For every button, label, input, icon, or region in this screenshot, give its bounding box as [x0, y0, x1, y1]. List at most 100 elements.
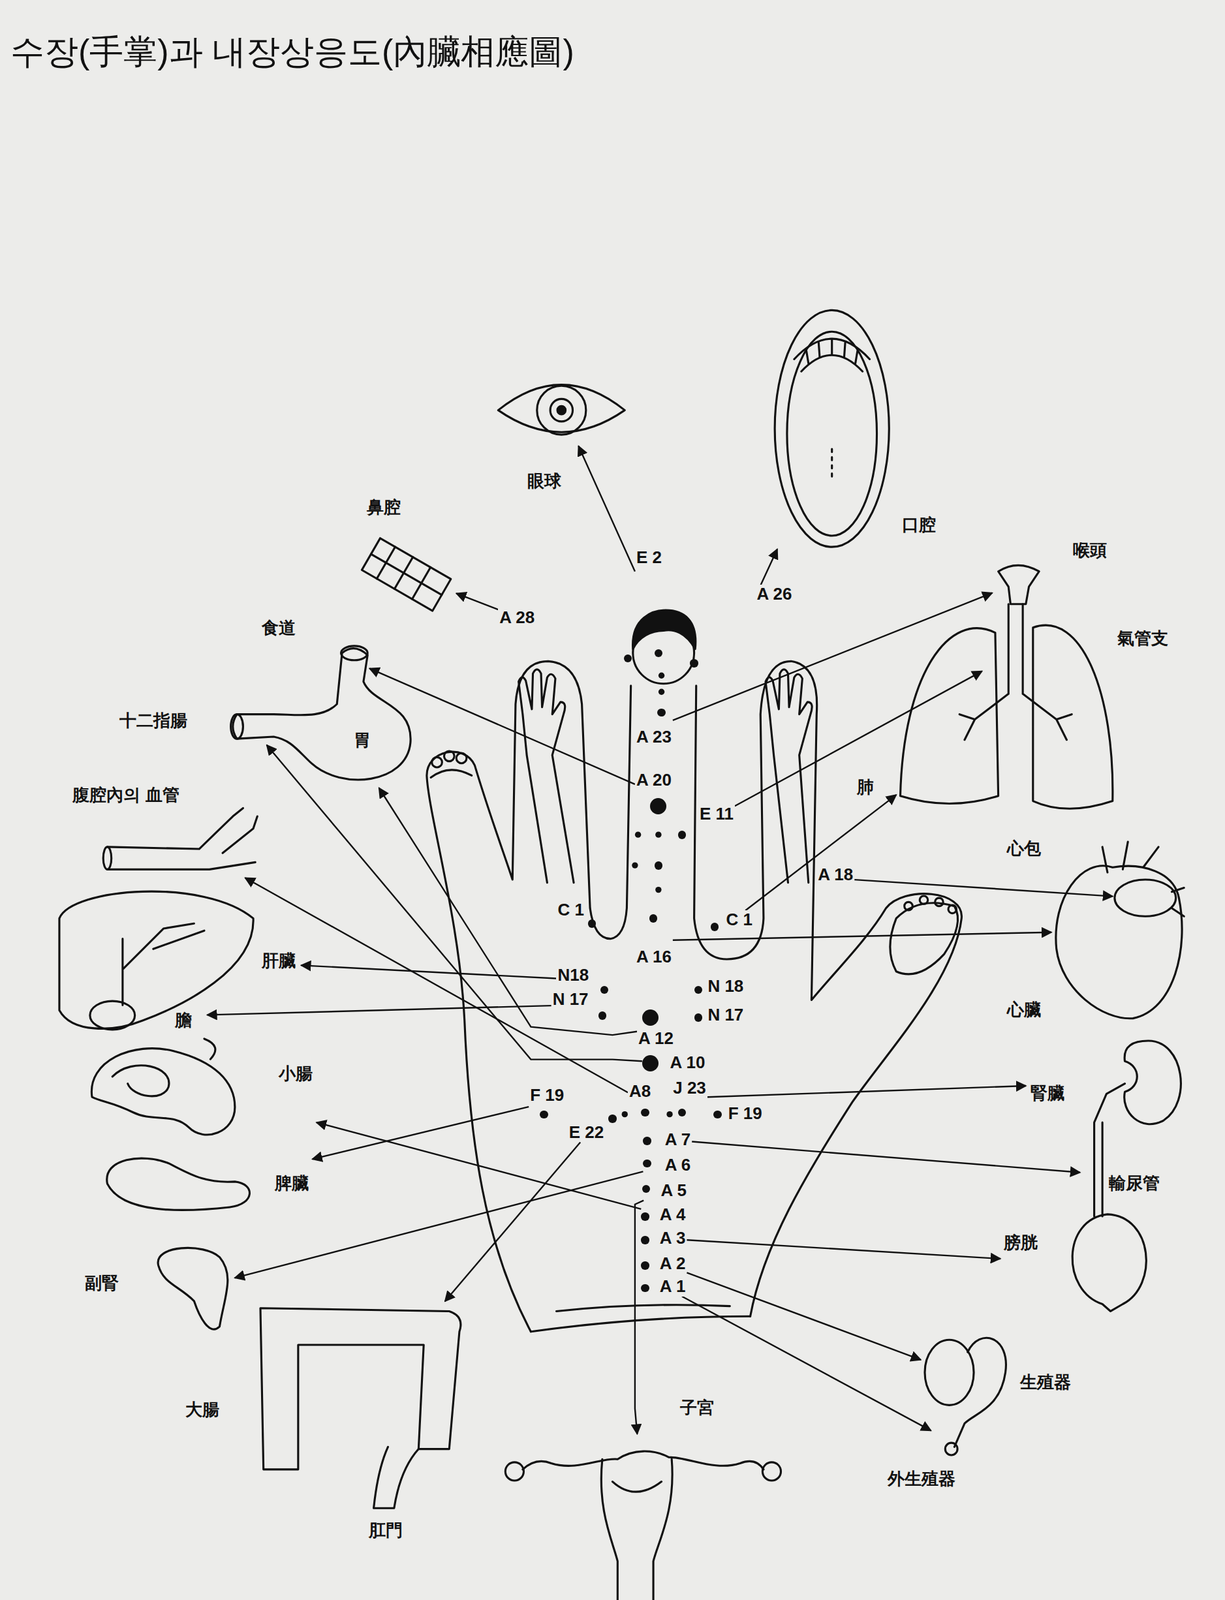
point-code: N 18: [706, 976, 745, 997]
minor-point-dots: [621, 1111, 628, 1118]
point-code: A 16: [635, 947, 673, 968]
point-dot: [654, 861, 664, 870]
acupoint: F 19: [528, 1085, 566, 1119]
leader-connector: [635, 1200, 644, 1435]
acupoint: A 10: [642, 1053, 707, 1073]
organ-region: 輸尿管: [1080, 1131, 1113, 1217]
point-code: A 7: [663, 1130, 693, 1150]
organ-label: 腎臟: [1029, 1084, 1066, 1104]
organ-label: 外生殖器: [886, 1469, 957, 1490]
mouth-drawing: [806, 340, 858, 364]
leader-connector: [682, 1296, 932, 1432]
vessel-drawing: [103, 808, 258, 870]
point-code: A 26: [755, 584, 793, 605]
point-dot: [640, 1261, 650, 1271]
respiratory-drawing: [998, 565, 1040, 604]
spleen-drawing: [107, 1158, 250, 1210]
hand-outline: [530, 1316, 750, 1332]
acupoint: A 20: [635, 770, 673, 815]
organ-region: 喉頭: [992, 559, 1043, 607]
eye-drawing: [550, 398, 573, 421]
organ-region: 肺氣管支: [896, 608, 1117, 813]
organ-region: 眼球: [497, 372, 626, 447]
foot-figure: [443, 751, 455, 762]
acupoint: A 3: [640, 1228, 687, 1249]
hand-outline: [426, 661, 962, 1332]
point-code: A 10: [668, 1053, 707, 1073]
leader-connector: [686, 1240, 1001, 1259]
colon-drawing: [260, 1308, 461, 1509]
organ-region: 心包: [1112, 875, 1187, 922]
organ-label: 副腎: [83, 1273, 121, 1294]
acupoint: E 11: [678, 804, 735, 840]
nasal-drawing: [361, 538, 451, 611]
foot-figure: [432, 757, 443, 768]
urinary-drawing: [1094, 1084, 1126, 1217]
organ-region: 膽: [88, 995, 208, 1039]
uterus-drawing: [505, 1462, 524, 1481]
point-dot: [642, 1159, 652, 1169]
leader-connector: [854, 879, 1113, 897]
urinary-drawing: [1072, 1214, 1147, 1312]
leader-connector: [578, 446, 636, 572]
organ-label: 脾臟: [273, 1174, 311, 1194]
respiratory-drawing: [1033, 625, 1113, 809]
organ-region: 心臟心包: [1051, 839, 1189, 1024]
acupoint: A 12: [636, 1009, 675, 1049]
point-dot: [640, 1236, 650, 1245]
point-dot: [678, 830, 687, 840]
uterus-drawing: [505, 1451, 781, 1600]
small-hand-figure: [518, 669, 813, 884]
point-dot: [588, 919, 597, 929]
point-dot: [678, 1108, 687, 1118]
minor-point-dots: [621, 672, 673, 1118]
organ-label: 膀胱: [1002, 1233, 1039, 1254]
point-code: N 17: [551, 990, 590, 1010]
point-dot: [654, 649, 664, 658]
point-dot: [689, 659, 699, 668]
heart-drawing: [1055, 866, 1182, 1019]
foot-figure: [904, 901, 914, 911]
point-dot: [623, 654, 633, 664]
acupoint: C 1: [710, 910, 754, 931]
foot-figure: [948, 905, 957, 914]
point-code: N 17: [706, 1005, 745, 1026]
intestine-drawing: [91, 1048, 235, 1135]
acupoint: J 23: [671, 1078, 708, 1117]
nasal-drawing: [361, 538, 451, 611]
point-code: A 5: [659, 1181, 688, 1201]
organ-region: 膀胱: [1000, 1212, 1162, 1315]
point-dot: [713, 1110, 722, 1120]
minor-point-dots: [666, 1111, 673, 1118]
liver-drawing: [122, 923, 205, 1006]
acupoint: A 23: [635, 708, 673, 748]
organ-region: 食道: [332, 642, 370, 678]
organ-region: 腹腔內의 血管: [101, 804, 258, 879]
genital-drawing: [954, 1337, 1006, 1447]
uterus-drawing: [522, 1451, 764, 1470]
point-dot: [598, 1011, 607, 1021]
leader-connector: [234, 1171, 644, 1278]
eye-drawing: [537, 385, 587, 435]
stomach-drawing: [232, 648, 411, 780]
point-dot: [640, 1212, 650, 1222]
intestine-drawing: [112, 1038, 216, 1097]
acupoint: N 17: [551, 990, 607, 1020]
organ-label: 口腔: [900, 515, 938, 536]
respiratory-drawing: [899, 565, 1113, 809]
colon-drawing: [373, 1446, 419, 1509]
acupoint: N 18: [694, 976, 746, 997]
respiratory-drawing: [959, 604, 1072, 741]
point-code: E 2: [635, 548, 664, 568]
leader-connector: [369, 668, 636, 785]
organ-label: 眼球: [526, 471, 563, 492]
colon-drawing: [260, 1308, 461, 1470]
respiratory-drawing: [899, 628, 998, 805]
diagram-title: 수장(手掌)과 내장상응도(內臟相應圖): [10, 31, 575, 72]
stomach-drawing: [231, 714, 244, 740]
organ-label: 肛門: [367, 1521, 404, 1541]
acupoint: A 6: [642, 1155, 692, 1176]
point-code: A 4: [658, 1205, 688, 1225]
point-dot: [694, 1013, 703, 1023]
leader-connector: [316, 1122, 641, 1210]
